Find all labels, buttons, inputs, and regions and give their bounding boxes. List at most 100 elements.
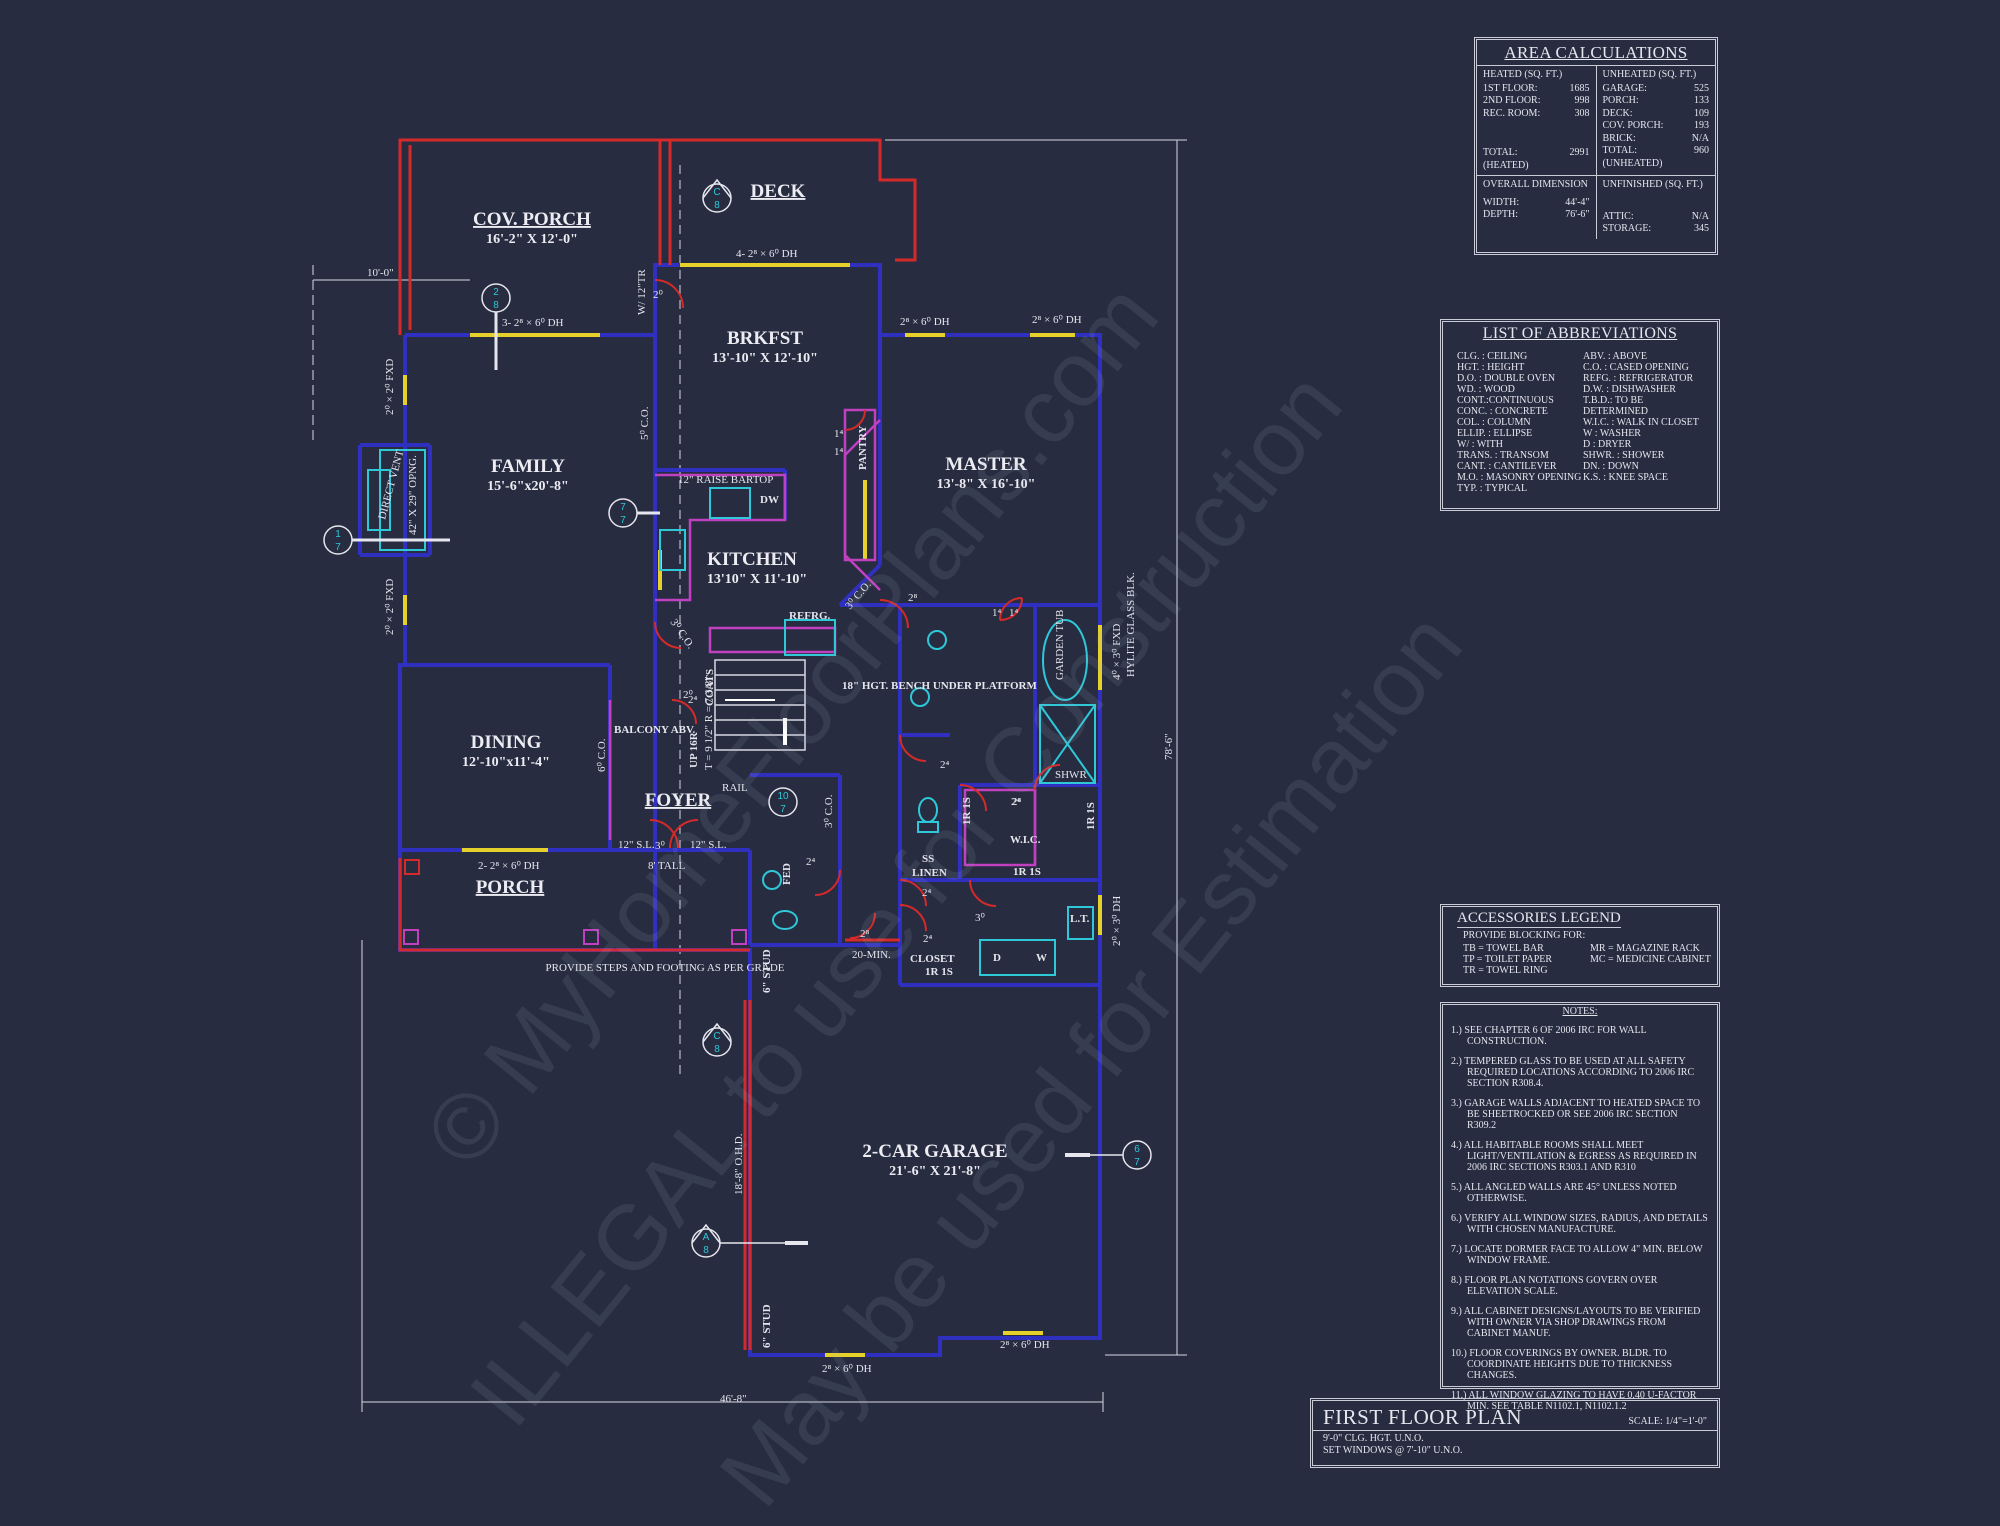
label-wic: W.I.C.: [1010, 834, 1041, 846]
abbreviation-item: REFG. : REFRIGERATOR: [1583, 373, 1694, 384]
label-linen: LINEN: [912, 867, 947, 879]
abbreviations-col2: ABV. : ABOVE C.O. : CASED OPENING REFG. …: [1583, 351, 1709, 494]
marker-c8b-bottom: 8: [714, 1044, 720, 1055]
label-opng: 42" X 29" OPNG.: [407, 455, 419, 535]
room-garage-name: 2-CAR GARAGE: [862, 1141, 1007, 1162]
plumbing-fixtures: [367, 449, 1096, 976]
label-win-brk1: 2⁸ × 6⁰ DH: [900, 316, 950, 328]
width-label: WIDTH:: [1483, 196, 1520, 208]
storage-label: STORAGE:: [1602, 223, 1652, 234]
abbreviations-panel: LIST OF ABBREVIATIONS CLG. : CEILING HGT…: [1440, 319, 1720, 511]
note-item: 10.) FLOOR COVERINGS BY OWNER. BLDR. TO …: [1451, 1348, 1673, 1381]
attic-label: ATTIC:: [1602, 210, 1634, 222]
total-unheated-sub: (UNHEATED): [1602, 157, 1663, 169]
label-hylite: HYLITE GLASS BLK.: [1125, 572, 1137, 677]
label-door-14d: 1⁴: [1009, 607, 1019, 619]
label-win-porch: 2- 2⁸ × 6⁰ DH: [478, 860, 540, 872]
abbreviations-col1: CLG. : CEILING HGT. : HEIGHT D.O. : DOUB…: [1457, 351, 1583, 494]
abbreviation-item: CLG. : CEILING: [1457, 351, 1528, 362]
porch-columns: [403, 859, 747, 945]
abbreviation-item: CANT. : CANTILEVER: [1457, 461, 1557, 472]
abbreviation-item: D : DRYER: [1583, 439, 1632, 450]
marker-a7-bottom: 7: [335, 542, 341, 553]
marker-f7-top: 7: [620, 502, 626, 513]
unheated-row: DECK:109: [1603, 108, 1710, 121]
abbreviation-item: DN. : DOWN: [1583, 461, 1639, 472]
room-kitchen-dim: 13'10" X 11'-10": [707, 572, 807, 587]
abbreviation-item: WD. : WOOD: [1457, 384, 1515, 395]
abbreviation-item: COL. : COLUMN: [1457, 417, 1531, 428]
unheated-label: GARAGE:: [1602, 82, 1647, 94]
abbreviation-item: TRANS. : TRANSOM: [1457, 450, 1549, 461]
notes-panel: NOTES: 1.) SEE CHAPTER 6 OF 2006 IRC FOR…: [1440, 1002, 1720, 1412]
ceiling-height-note: 9'-0" CLG. HGT. U.N.O.: [1323, 1433, 1424, 1444]
width-row: WIDTH:44'-4": [1483, 197, 1590, 210]
room-family-dim: 15'-6"x20'-8": [487, 479, 569, 494]
label-dw: DW: [760, 494, 779, 506]
note-item: 6.) VERIFY ALL WINDOW SIZES, RADIUS, AND…: [1451, 1213, 1708, 1235]
room-dining-dim: 12'-10"x11'-4": [462, 755, 550, 770]
unfinished-column: UNFINISHED (SQ. FT.) ATTIC:N/A STORAGE:3…: [1595, 176, 1716, 239]
note-item: 4.) ALL HABITABLE ROOMS SHALL MEET LIGHT…: [1451, 1140, 1697, 1173]
dimension-lines: [312, 139, 1187, 1412]
area-calculations-title: AREA CALCULATIONS: [1504, 43, 1688, 62]
label-up: UP 16R: [688, 731, 700, 768]
unheated-row: PORCH:133: [1603, 95, 1710, 108]
window-height-note: SET WINDOWS @ 7'-10" U.N.O.: [1323, 1445, 1463, 1456]
drawing-scale: SCALE: 1/4"=1'-0": [1628, 1416, 1707, 1427]
label-door-24f: 2⁴: [923, 933, 933, 945]
label-fxd3: 4⁰ × 3⁰ FXD: [1111, 624, 1123, 680]
room-cov-porch-dim: 16'-2" X 12'-0": [486, 232, 578, 247]
heated-label: REC. ROOM:: [1483, 107, 1541, 119]
label-w: W: [1036, 952, 1047, 964]
unheated-row: GARAGE: 525: [1603, 83, 1710, 96]
label-ohd: 18'-8" O.H.D.: [733, 1133, 745, 1195]
note-item: 11.) ALL WINDOW GLAZING TO HAVE 0.40 U-F…: [1451, 1390, 1697, 1412]
room-master-dim: 13'-8" X 16'-10": [937, 477, 1036, 492]
room-dining-name: DINING: [471, 732, 542, 753]
area-calculations-panel: AREA CALCULATIONS HEATED (SQ. FT.) 1ST F…: [1474, 37, 1718, 255]
label-ir4: 1R 1S: [1085, 802, 1097, 830]
label-door-14a: 1⁴: [834, 428, 844, 440]
heated-row: 1ST FLOOR:1685: [1483, 83, 1590, 96]
total-heated-label: TOTAL:: [1483, 147, 1518, 158]
abbreviation-item: T.B.D.: TO BE DETERMINED: [1583, 395, 1648, 417]
label-rail: RAIL: [722, 782, 748, 794]
unheated-value: 525: [1694, 82, 1709, 94]
label-sl2: 12" S.L.: [690, 839, 727, 851]
room-master-name: MASTER: [945, 454, 1027, 475]
unheated-value: N/A: [1691, 132, 1709, 144]
note-item: 7.) LOCATE DORMER FACE TO ALLOW 4" MIN. …: [1451, 1244, 1703, 1266]
label-co5: 5⁰ C.O.: [639, 406, 651, 440]
label-sl1: 12" S.L.: [618, 839, 655, 851]
room-family-name: FAMILY: [491, 456, 565, 477]
abbreviation-item: C.O. : CASED OPENING: [1583, 362, 1689, 373]
total-heated-sub: (HEATED): [1483, 159, 1529, 171]
marker-b8-bottom: 8: [493, 300, 499, 311]
plan-annotations: 10'-0" 46'-8" 78'-6" 4- 2⁸ × 6⁰ DH 3- 2⁸…: [367, 248, 1175, 1405]
drawing-title: FIRST FLOOR PLAN: [1323, 1405, 1522, 1429]
depth-label: DEPTH:: [1483, 209, 1518, 220]
room-deck-name: DECK: [751, 181, 806, 202]
windows: [403, 263, 1102, 1357]
unheated-value: 109: [1694, 107, 1709, 119]
accessories-col1: TB = TOWEL BAR TP = TOILET PAPER TR = TO…: [1463, 943, 1590, 976]
label-win-family: 3- 2⁸ × 6⁰ DH: [502, 317, 564, 329]
abbreviations-title: LIST OF ABBREVIATIONS: [1482, 325, 1678, 342]
dim-10: 10'-0": [367, 267, 394, 279]
room-labels: COV. PORCH 16'-2" X 12'-0" DECK BRKFST 1…: [462, 181, 1035, 1179]
label-door-20a: 2⁰: [653, 289, 664, 301]
label-dh3: 2⁰ × 3⁰ DH: [1111, 896, 1123, 946]
accessories-title: ACCESSORIES LEGEND: [1457, 910, 1621, 928]
accessory-item: MC = MEDICINE CABINET: [1590, 954, 1711, 965]
note-item: 1.) SEE CHAPTER 6 OF 2006 IRC FOR WALL C…: [1451, 1025, 1647, 1047]
heated-value: 308: [1574, 107, 1590, 119]
attic-row: ATTIC:N/A: [1603, 211, 1710, 224]
label-stair: T = 9 1/2" R = 7 3/8": [703, 676, 715, 770]
marker-a7-top: 1: [335, 529, 341, 540]
marker-t7-bottom: 7: [780, 804, 786, 815]
label-ss: SS: [922, 853, 934, 865]
abbreviation-item: CONC. : CONCRETE: [1457, 406, 1548, 417]
dim-78: 78'-6": [1163, 733, 1175, 760]
